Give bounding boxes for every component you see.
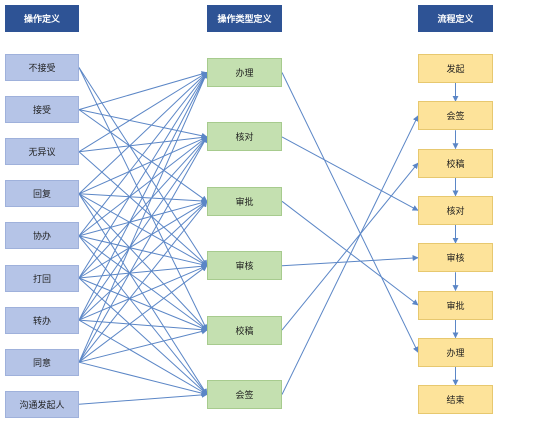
operation-type-link-25 (78, 277, 208, 395)
type-flow-link-3 (281, 255, 419, 267)
operation-type-connectors (78, 67, 208, 405)
operation-type-link-23 (78, 263, 208, 279)
operation-type-link-4 (78, 109, 208, 202)
operation-type-link-11 (78, 193, 208, 267)
operation-type-link-3 (78, 109, 208, 139)
operation-type-link-15 (78, 136, 208, 237)
operation-type-link-2 (78, 71, 208, 111)
operation-type-link-26 (78, 71, 208, 321)
flow-node-2: 校稿 (418, 148, 493, 178)
operation-type-link-9 (78, 136, 208, 195)
operation-type-link-33 (78, 136, 208, 363)
operation-type-link-27 (78, 136, 208, 321)
type-flow-link-5 (281, 115, 419, 395)
flow-node-4: 审核 (418, 243, 493, 273)
operation-type-link-14 (78, 72, 208, 237)
operation-type-link-19 (78, 235, 208, 395)
operation-node-5: 打回 (5, 264, 79, 292)
operation-type-link-24 (78, 277, 208, 331)
type-flow-link-4 (281, 162, 419, 331)
operation-type-link-22 (78, 200, 208, 279)
operation-type-link-13 (78, 193, 208, 396)
flow-node-0: 发起 (418, 54, 493, 83)
operation-node-8: 沟通发起人 (5, 390, 79, 418)
operation-type-link-37 (78, 361, 208, 397)
type-flow-connectors (281, 72, 419, 395)
type-node-2: 审批 (207, 186, 282, 216)
flow-node-7: 结束 (418, 385, 493, 415)
operation-node-6: 转办 (5, 306, 79, 334)
operation-node-0: 不接受 (5, 54, 79, 81)
type-node-3: 审核 (207, 251, 282, 281)
type-node-1: 核对 (207, 122, 282, 152)
operation-node-1: 接受 (5, 96, 79, 124)
operation-type-link-7 (78, 151, 208, 267)
flow-node-1: 会签 (418, 101, 493, 131)
operation-type-link-6 (78, 134, 208, 153)
type-node-4: 校稿 (207, 315, 282, 345)
operation-type-link-31 (78, 319, 208, 395)
operation-type-link-28 (78, 200, 208, 321)
operation-type-link-34 (78, 200, 208, 363)
operation-type-link-8 (78, 72, 208, 195)
type-node-0: 办理 (207, 58, 282, 87)
type-flow-link-0 (281, 72, 419, 353)
operation-type-link-10 (78, 193, 208, 204)
flow-header: 流程定义 (418, 5, 493, 32)
operation-type-link-36 (78, 328, 208, 363)
operation-type-link-21 (78, 136, 208, 279)
flow-node-5: 审批 (418, 290, 493, 320)
operation-type-link-29 (78, 265, 208, 321)
operation-type-link-30 (78, 319, 208, 333)
operation-node-7: 同意 (5, 348, 79, 376)
types-header: 操作类型定义 (207, 5, 282, 32)
type-node-5: 会签 (207, 380, 282, 409)
operation-type-link-1 (78, 67, 208, 331)
operation-type-link-20 (78, 71, 208, 279)
operation-type-link-0 (78, 67, 208, 267)
flow-node-3: 核对 (418, 195, 493, 225)
type-flow-link-1 (281, 136, 419, 211)
type-flow-link-2 (281, 200, 419, 306)
operation-node-4: 协办 (5, 222, 79, 250)
operations-header: 操作定义 (5, 5, 79, 32)
operation-type-link-32 (78, 71, 208, 363)
operation-type-link-17 (78, 235, 208, 268)
operation-node-2: 无异议 (5, 138, 79, 166)
flow-node-6: 办理 (418, 337, 493, 367)
operation-type-link-5 (78, 72, 208, 153)
operation-type-link-18 (78, 235, 208, 331)
operation-type-link-12 (78, 193, 208, 331)
operation-type-link-35 (78, 265, 208, 363)
operation-node-3: 回复 (5, 180, 79, 208)
operation-type-link-38 (78, 391, 208, 405)
operation-type-link-16 (78, 199, 208, 237)
